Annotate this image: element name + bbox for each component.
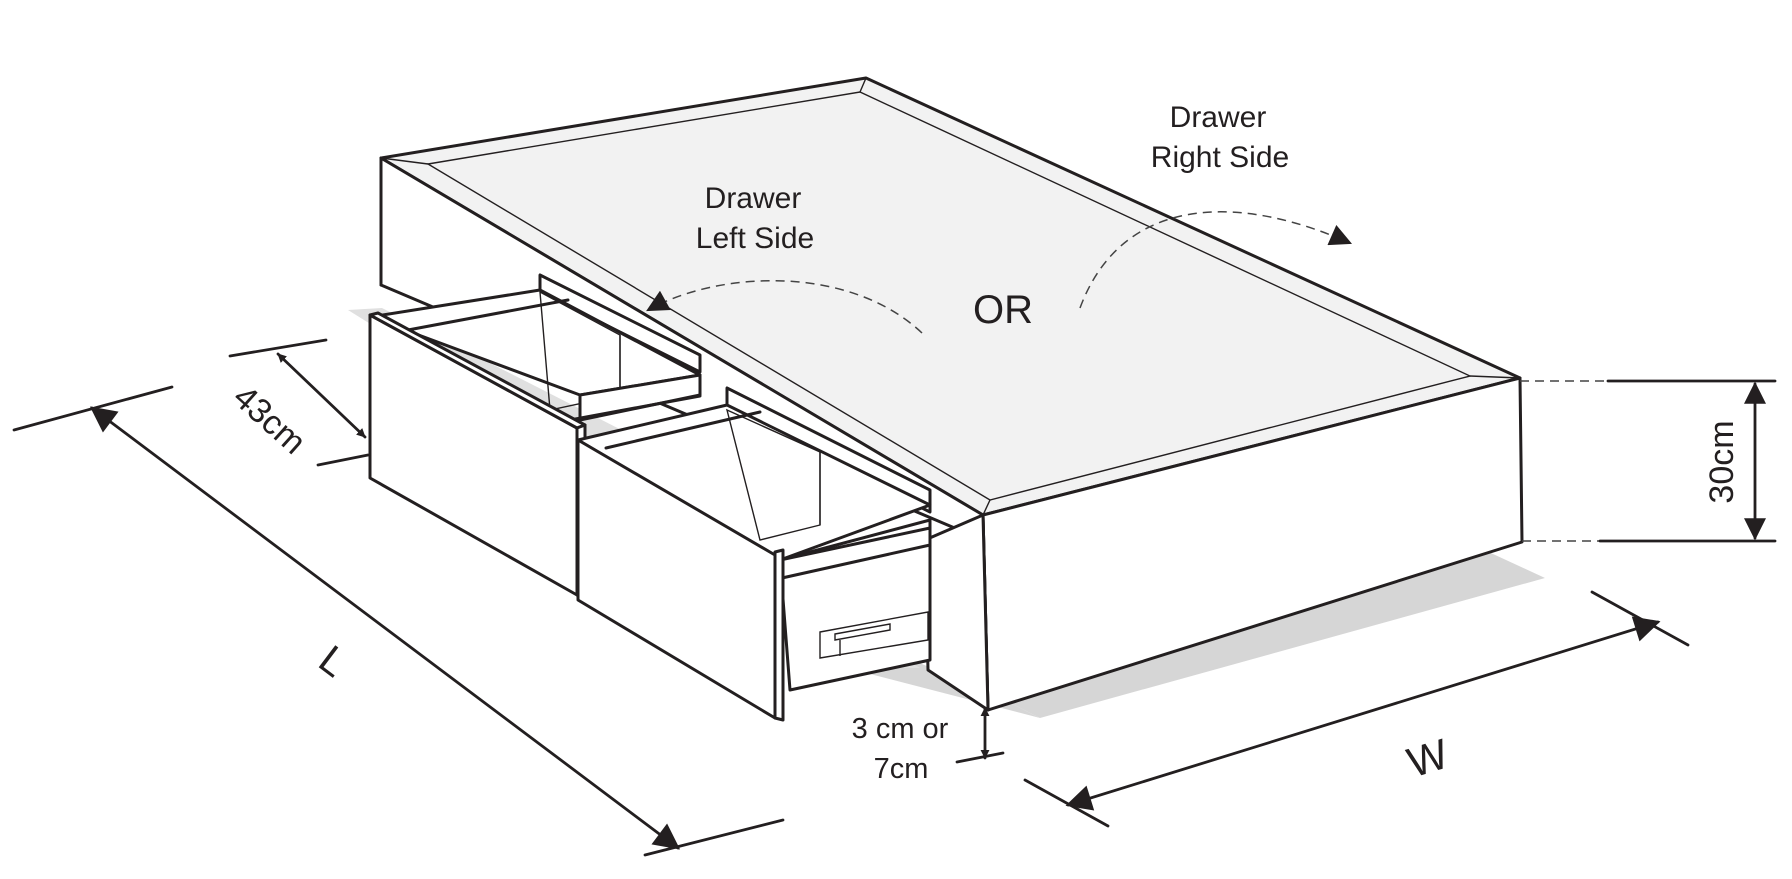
height-dimension [1598, 379, 1777, 543]
drawer-left-label-line2: Left Side [696, 222, 814, 255]
or-label: OR [973, 288, 1033, 332]
clearance-label-line2: 7cm [874, 753, 929, 785]
clearance-dimension [955, 706, 1005, 764]
length-label: L [311, 637, 355, 686]
clearance-label-line1: 3 cm or [852, 713, 949, 745]
drawer-right-label-line2: Right Side [1151, 141, 1289, 174]
height-label: 30cm [1703, 420, 1741, 503]
width-label: W [1402, 730, 1454, 787]
drawer-right-label-line1: Drawer [1170, 101, 1267, 134]
depth-label: 43cm [226, 378, 313, 462]
drawer-depth-dimension [228, 338, 370, 467]
drawer-left-label-line1: Drawer [705, 182, 802, 215]
left-side-curve-arrow [646, 279, 923, 334]
length-dimension [12, 385, 785, 857]
width-dimension [1023, 590, 1690, 828]
